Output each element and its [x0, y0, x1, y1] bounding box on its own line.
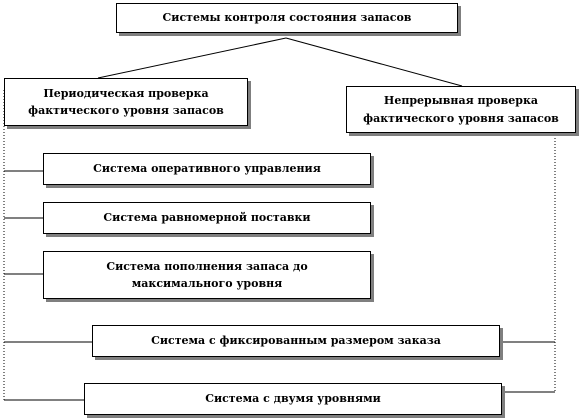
fixed-order-system-box: Система с фиксированным размером заказа — [92, 325, 500, 357]
continuous-review-box: Непрерывная проверка фактического уровня… — [346, 86, 576, 133]
max-level-system-line1: Система пополнения запаса до — [106, 259, 308, 273]
two-level-system-label: Система с двумя уровнями — [205, 392, 381, 406]
max-level-system-line2: максимального уровня — [131, 277, 283, 290]
periodic-review-line1: Периодическая проверка — [43, 86, 209, 100]
periodic-review-line2: фактического уровня запасов — [28, 104, 224, 117]
title-box: Системы контроля состояния запасов — [116, 3, 458, 33]
uniform-supply-system-box: Система равномерной поставки — [43, 202, 371, 234]
operational-system-label: Система оперативного управления — [93, 162, 321, 176]
continuous-review-line1: Непрерывная проверка — [383, 94, 539, 108]
two-level-system-box: Система с двумя уровнями — [84, 383, 502, 415]
max-level-system-box: Система пополнения запаса до максимально… — [43, 251, 371, 299]
continuous-review-line2: фактического уровня запасов — [363, 111, 559, 125]
fixed-order-system-label: Система с фиксированным размером заказа — [151, 334, 441, 348]
periodic-review-box: Периодическая проверка фактического уров… — [4, 78, 248, 126]
title-label: Системы контроля состояния запасов — [162, 11, 412, 25]
operational-system-box: Система оперативного управления — [43, 153, 371, 185]
uniform-supply-system-label: Система равномерной поставки — [103, 211, 311, 225]
